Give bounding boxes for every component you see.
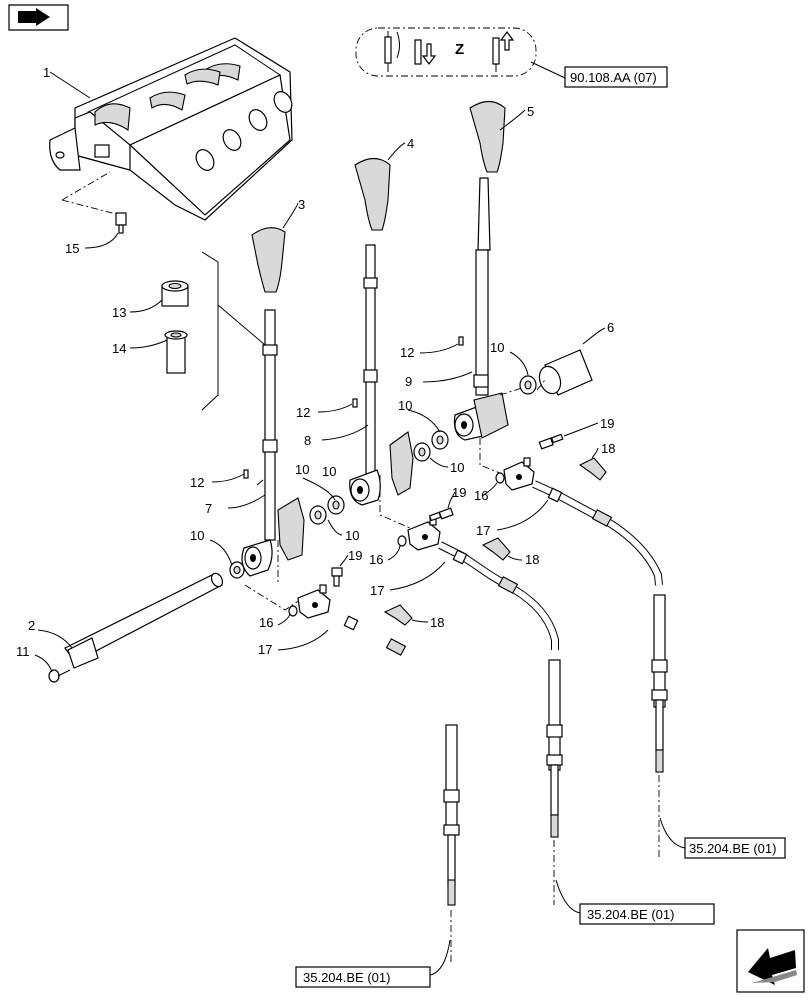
callout-18-middle: 18 — [525, 552, 539, 567]
callout-19-right: 19 — [600, 416, 614, 431]
bushing-14 — [164, 330, 188, 374]
callout-1: 1 — [43, 65, 50, 80]
callout-17-right: 17 — [476, 523, 490, 538]
callout-17-left: 17 — [258, 642, 272, 657]
reference-cable-middle[interactable]: 35.204.BE (01) — [579, 903, 715, 925]
callout-14: 14 — [112, 341, 126, 356]
arrow-back-icon[interactable] — [736, 929, 805, 993]
bolt-19-middle — [428, 507, 454, 522]
callout-3: 3 — [298, 197, 305, 212]
cylinder-up-arrow-icon — [492, 31, 515, 72]
legend-letter: Z — [455, 41, 464, 58]
clevis-left — [297, 584, 331, 619]
callout-10-a: 10 — [295, 462, 309, 477]
clevis-right — [503, 457, 535, 491]
callout-2: 2 — [28, 618, 35, 633]
cable-17-right — [532, 480, 668, 773]
callout-19-middle: 19 — [452, 485, 466, 500]
screw-11 — [48, 669, 71, 683]
console-bracket — [49, 37, 293, 221]
gate-plate-middle — [389, 431, 414, 496]
washer-10-e — [431, 430, 449, 450]
callout-4: 4 — [407, 136, 414, 151]
book-arrow-icon[interactable] — [8, 4, 69, 31]
callout-10-f: 10 — [490, 340, 504, 355]
legend-box: Z — [355, 27, 537, 77]
washer-10-f — [519, 375, 537, 395]
callout-16-middle: 16 — [369, 552, 383, 567]
callout-15: 15 — [65, 241, 79, 256]
clip-18-right — [578, 457, 607, 481]
reference-cable-left[interactable]: 35.204.BE (01) — [295, 966, 431, 988]
callout-18-right: 18 — [601, 441, 615, 456]
bolt-19-right — [538, 433, 564, 450]
bolt-19-left — [331, 567, 343, 587]
cylinder-6 — [473, 349, 593, 439]
callout-9: 9 — [405, 374, 412, 389]
callout-16-right: 16 — [474, 488, 488, 503]
washer-10-c — [229, 561, 245, 579]
callout-8: 8 — [304, 433, 311, 448]
callout-17-middle: 17 — [370, 583, 384, 598]
callout-7: 7 — [205, 501, 212, 516]
reference-top[interactable]: 90.108.AA (07) — [564, 66, 668, 88]
cylinder-down-arrow-icon — [414, 39, 437, 65]
cable-17-left — [328, 609, 460, 906]
bolt-15 — [115, 212, 127, 234]
lever-knob-3 — [251, 227, 286, 293]
washer-16-middle — [397, 535, 407, 547]
callout-6: 6 — [607, 320, 614, 335]
callout-12-right: 12 — [400, 345, 414, 360]
washer-16-left — [288, 605, 298, 617]
svg-text:35.204.BE (01): 35.204.BE (01) — [587, 907, 674, 922]
callout-12-middle: 12 — [296, 405, 310, 420]
washer-16-right — [495, 472, 505, 484]
callout-10-e: 10 — [450, 460, 464, 475]
callout-18-left: 18 — [430, 615, 444, 630]
gate-plate-left — [277, 497, 305, 561]
lever-7 — [241, 309, 278, 577]
callout-10-g: 10 — [322, 464, 336, 479]
callout-10-b: 10 — [345, 528, 359, 543]
reference-cable-right[interactable]: 35.204.BE (01) — [684, 837, 786, 859]
svg-text:35.204.BE (01): 35.204.BE (01) — [689, 841, 776, 856]
washer-10-d — [413, 442, 431, 462]
callout-10-c: 10 — [190, 528, 204, 543]
lever-8 — [349, 244, 381, 506]
cable-17-middle — [438, 541, 563, 838]
svg-text:35.204.BE (01): 35.204.BE (01) — [303, 970, 390, 985]
callout-19-left: 19 — [348, 548, 362, 563]
shaft-2 — [64, 572, 224, 669]
clip-18-middle — [481, 537, 511, 561]
bushing-13 — [161, 280, 189, 307]
clip-18-left — [383, 604, 413, 626]
lever-knob-5 — [469, 100, 506, 173]
svg-text:90.108.AA (07): 90.108.AA (07) — [570, 70, 657, 85]
callout-12-left: 12 — [190, 475, 204, 490]
callout-10-d: 10 — [398, 398, 412, 413]
callout-16-left: 16 — [259, 615, 273, 630]
washer-10-b — [327, 495, 345, 515]
callout-5: 5 — [527, 104, 534, 119]
lever-knob-4 — [354, 157, 391, 231]
callout-13: 13 — [112, 305, 126, 320]
callout-11: 11 — [16, 644, 30, 659]
washer-10-a — [309, 505, 327, 525]
cylinder-icon — [384, 31, 400, 72]
clevis-middle — [407, 516, 441, 551]
